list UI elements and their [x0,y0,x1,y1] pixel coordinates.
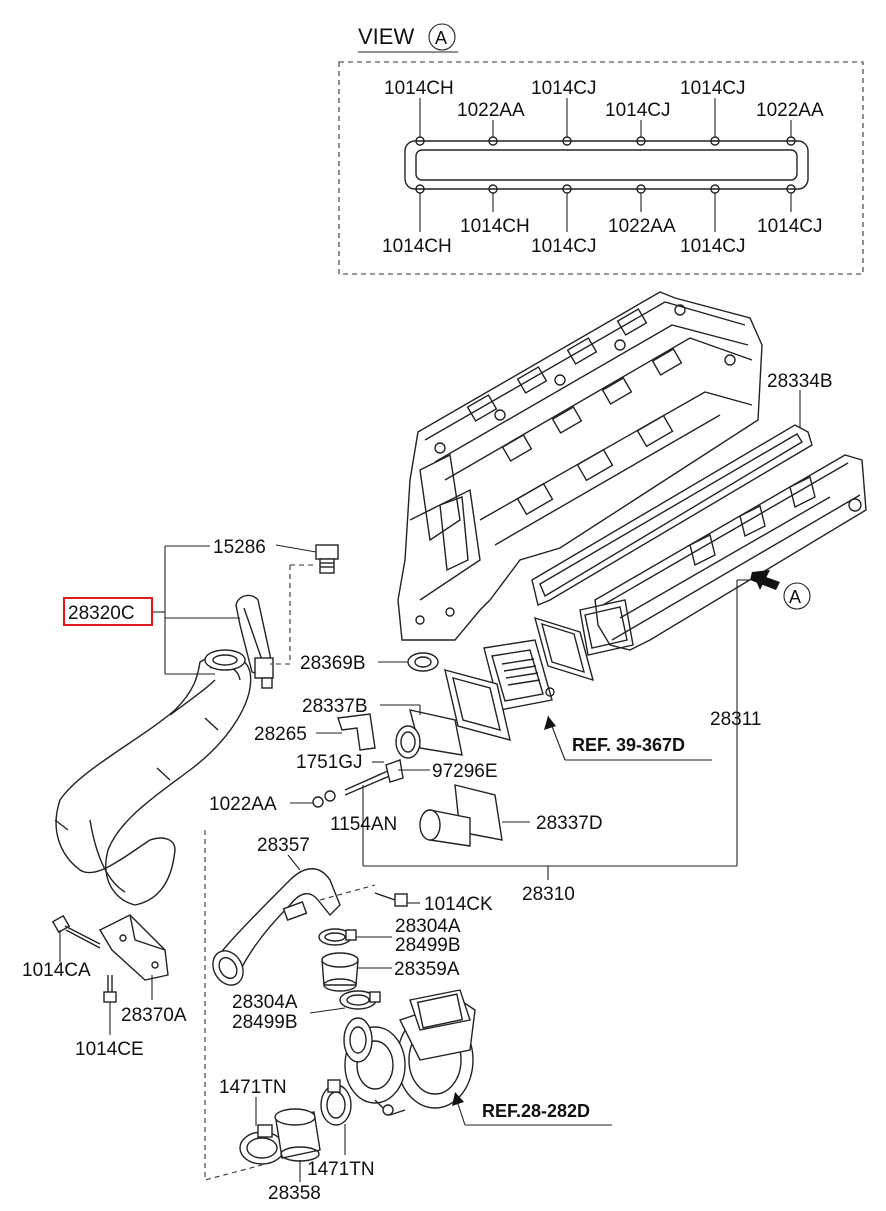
label-1471TN-right: 1471TN [307,1159,375,1180]
manifold-adapter-gasket [533,616,595,682]
view-label-top-2: 1014CJ [531,78,597,99]
view-title: VIEW [358,24,414,49]
bolts-small-drawing [312,759,404,808]
label-97296E: 97296E [432,761,498,782]
view-a-inset: VIEW A [338,23,864,275]
bolt-1014CE-drawing [103,975,117,1003]
seal-28369B-drawing [407,652,439,672]
view-label-bottom-2: 1014CJ [531,236,597,257]
connector-28337D-drawing [419,784,503,847]
label-28334B: 28334B [767,371,833,392]
view-label-top-4: 1014CJ [680,78,746,99]
view-label-bottom-4: 1014CJ [680,236,746,257]
label-1154AN: 1154AN [330,814,397,835]
view-arrow-letter: A [789,587,801,607]
view-a-arrow: A [750,570,811,610]
sensor-valve-drawing [235,594,274,689]
label-1471TN-left: 1471TN [219,1077,287,1098]
ref-39-367D: REF. 39-367D [572,735,685,755]
label-28357: 28357 [257,835,310,856]
highlight-box-28320C [63,597,153,626]
cylinder-head-drawing [397,291,763,641]
view-marker-letter: A [435,28,447,48]
label-28337D: 28337D [536,813,603,834]
flange-gasket-drawing [444,669,511,741]
label-1751GJ: 1751GJ [296,752,363,773]
connector-28337B-drawing [395,709,463,759]
plug-15286-drawing [315,544,339,574]
label-28311: 28311 [710,709,761,730]
label-1014CK: 1014CK [424,894,493,915]
label-28359A: 28359A [394,959,460,980]
label-28499B-lower: 28499B [232,1012,298,1033]
bracket-28370A-drawing [99,914,169,981]
view-label-bottom-0: 1014CH [382,236,452,257]
pipe-28357-drawing [212,868,341,986]
label-28337B: 28337B [302,696,368,717]
view-label-bottom-1: 1014CH [460,216,530,237]
view-label-bottom-5: 1014CJ [757,216,823,237]
label-28304A-upper: 28304A [395,916,461,937]
label-28265: 28265 [254,724,307,745]
clamp-1471TN-right-drawing [320,1079,352,1126]
label-1014CA: 1014CA [22,960,91,981]
bolt-1014CK-drawing [374,892,408,907]
part-labels: 28334B 15286 28320C 28369B 28337B 28265 … [22,371,833,1204]
label-28370A: 28370A [121,1005,187,1026]
view-marker-circle [428,23,456,51]
view-label-top-3: 1014CJ [605,100,671,121]
turbocharger-drawing [343,989,476,1116]
gasket-28334B-drawing [531,424,813,606]
view-leaders-top [419,98,792,137]
intake-manifold-drawing [579,454,867,656]
view-label-top-1: 1022AA [457,100,525,121]
label-28369B: 28369B [300,653,366,674]
label-28499B-upper: 28499B [395,935,461,956]
gasket-outer [404,140,809,190]
clamp-28304A-upper-drawing [318,928,357,946]
clamp-28304A-lower-drawing [339,990,381,1010]
label-28304A-lower: 28304A [232,992,298,1013]
leader-lines [59,390,801,1182]
hose-28359A-drawing [321,952,359,992]
label-28310: 28310 [522,884,575,905]
view-dashed-frame [338,61,864,275]
label-28320C: 28320C [68,603,135,624]
bracket-28265-drawing [337,713,376,751]
label-1022AA: 1022AA [209,794,277,815]
hose-28358-drawing [274,1108,321,1162]
view-label-bottom-3: 1022AA [608,216,676,237]
gasket-inner [415,149,798,181]
label-15286: 15286 [213,537,266,558]
view-label-top-0: 1014CH [384,78,454,99]
view-label-top-5: 1022AA [756,100,824,121]
label-28358: 28358 [268,1183,321,1204]
ref-28-282D: REF.28-282D [482,1101,590,1121]
bolt-1014CA-drawing [51,914,101,949]
label-1014CE: 1014CE [75,1039,144,1060]
view-leaders-bottom [419,193,792,232]
intake-pipe-drawing [54,649,252,906]
